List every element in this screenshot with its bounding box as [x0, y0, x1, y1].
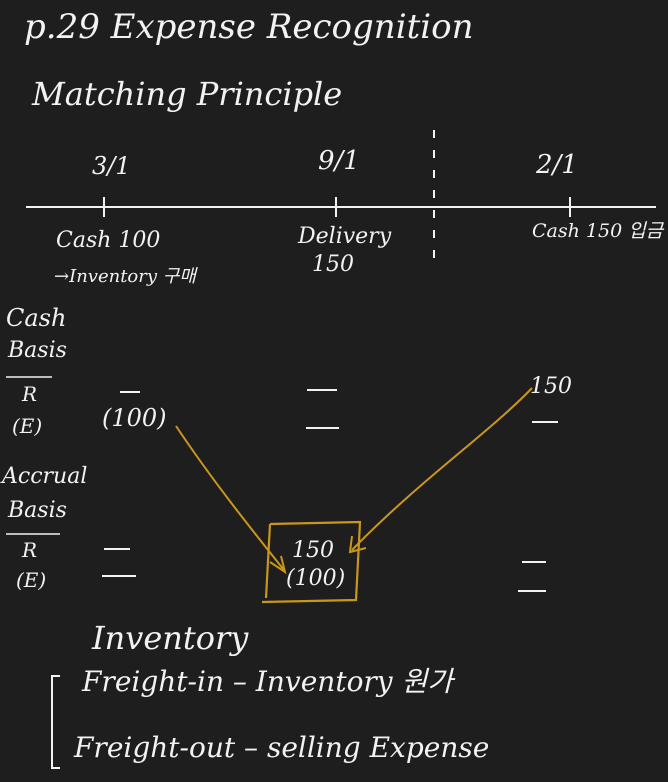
- accrual-matched-revenue: 150: [292, 538, 334, 563]
- revenue-arrow-head: [348, 535, 367, 554]
- date-label-third: 2/1: [536, 150, 578, 180]
- cash-row-label-r: R: [22, 382, 38, 406]
- cash-revenue-third: 150: [530, 374, 572, 399]
- date-label-first: 3/1: [92, 152, 131, 180]
- accrual-row-label-e: (E): [16, 568, 47, 592]
- cash-expense-first: (100): [102, 404, 167, 432]
- cash-basis-header-line1: Cash: [6, 304, 67, 332]
- inventory-heading: Inventory: [92, 619, 249, 657]
- accrual-row-label-r: R: [22, 538, 38, 562]
- matching-box: [261, 520, 362, 604]
- event-second-line1: Delivery: [298, 224, 392, 249]
- date-label-second: 9/1: [318, 146, 360, 176]
- accrual-matched-expense: (100): [286, 566, 346, 591]
- accrual-basis-header-line1: Accrual: [2, 464, 88, 489]
- event-first-line2: →Inventory 구매: [54, 266, 196, 287]
- page-subtitle: Matching Principle: [32, 75, 343, 113]
- page-title: p.29 Expense Recognition: [24, 7, 474, 47]
- freight-bracket: [51, 675, 60, 769]
- revenue-match-arrow: [351, 387, 533, 551]
- event-second-line2: 150: [312, 252, 354, 277]
- freight-in-note: Freight-in – Inventory 원가: [82, 665, 454, 698]
- cash-basis-header-line2: Basis: [8, 338, 67, 363]
- cash-row-label-e: (E): [12, 414, 43, 438]
- expense-match-arrow: [175, 425, 285, 571]
- freight-out-note: Freight-out – selling Expense: [74, 731, 490, 764]
- event-first-line1: Cash 100: [56, 228, 161, 253]
- expense-arrow-head: [269, 555, 287, 575]
- accrual-basis-header-line2: Basis: [8, 498, 67, 523]
- event-third: Cash 150 입금: [532, 220, 664, 242]
